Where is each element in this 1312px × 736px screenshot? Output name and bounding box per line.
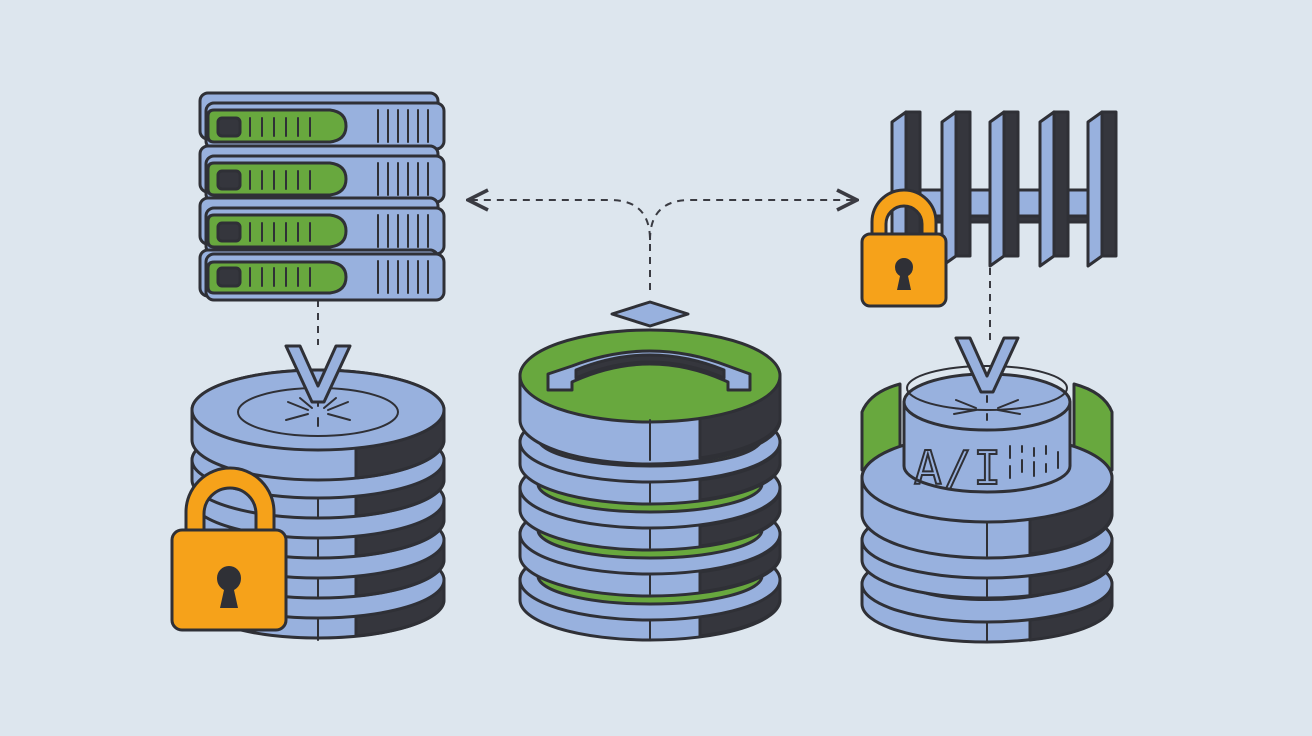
rack-unit xyxy=(198,248,446,302)
rack-server-icon xyxy=(198,91,446,302)
rack-unit xyxy=(198,144,446,204)
database-icon xyxy=(518,300,782,642)
firewall-post xyxy=(1038,110,1070,268)
padlock-icon xyxy=(170,466,288,632)
firewall-icon xyxy=(860,110,1118,308)
engraved-text: A/I xyxy=(914,441,1003,495)
connector-center-to-firewall xyxy=(649,200,855,241)
firewall-post xyxy=(1086,110,1118,268)
connector-center-to-rack xyxy=(470,200,651,290)
database-center xyxy=(518,300,782,642)
database-right: A/I xyxy=(860,336,1114,644)
firewall-post xyxy=(988,110,1020,268)
padlock-icon xyxy=(860,188,948,308)
rack-unit xyxy=(198,196,446,256)
connectors xyxy=(317,200,991,345)
database-left xyxy=(170,344,446,641)
diamond-icon xyxy=(610,300,690,328)
firewall-post xyxy=(940,110,972,268)
chevron-down-icon xyxy=(954,336,1020,394)
rack-unit xyxy=(198,91,446,151)
database-icon: A/I xyxy=(860,336,1114,644)
chevron-down-icon xyxy=(284,344,352,404)
